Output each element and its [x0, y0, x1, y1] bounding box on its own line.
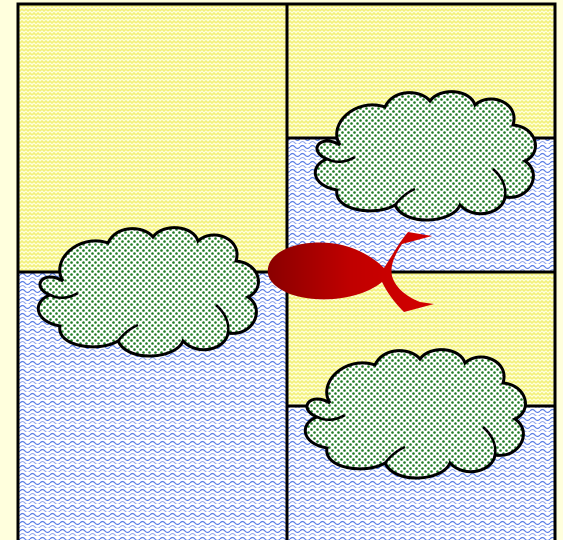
panel-left-upper-area [18, 4, 287, 272]
